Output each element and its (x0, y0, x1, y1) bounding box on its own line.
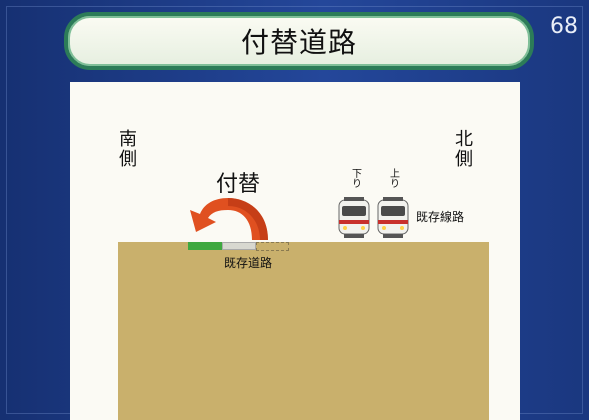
existing-road-label: 既存道路 (224, 256, 273, 270)
train-icon-up (377, 197, 409, 238)
title-banner: 付替道路 (64, 12, 534, 70)
track-down-label: 下り (352, 169, 362, 190)
page-number: 68 (550, 14, 578, 39)
train-icon-down (338, 197, 370, 238)
ground-area (118, 242, 489, 420)
slide-title: 付替道路 (240, 26, 357, 59)
south-side-label: 南側 (119, 129, 137, 170)
new-road-segment (188, 242, 222, 250)
track-up-label: 上り (390, 169, 400, 190)
north-side-label: 北側 (455, 129, 473, 170)
existing-railway-label: 既存線路 (416, 210, 465, 224)
existing-road-outline (256, 242, 289, 251)
curved-arrow-icon (190, 198, 268, 240)
existing-road-segment (222, 242, 256, 250)
replacement-label: 付替 (216, 172, 261, 197)
